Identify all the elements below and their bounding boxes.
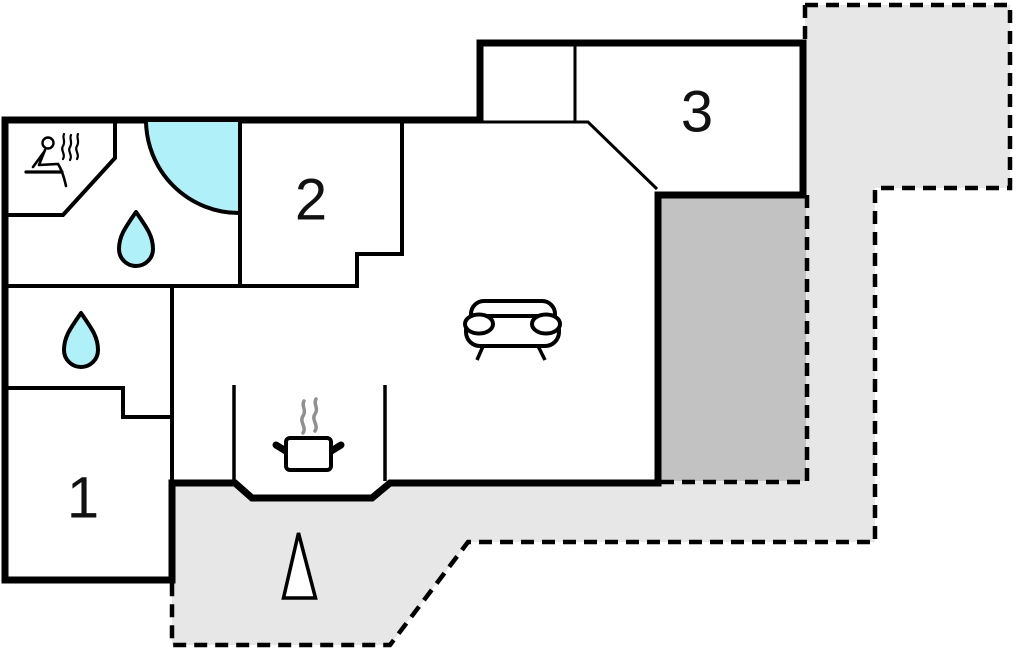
room1-top-wall <box>5 386 172 419</box>
bathroom-bottom-wall <box>5 122 404 288</box>
dark-terrace-boundary-dashed <box>658 195 810 485</box>
sauna-person-head <box>41 136 55 150</box>
terrace-deck-area <box>172 5 1010 645</box>
terrace-group <box>169 2 1013 648</box>
corner-shower-icon <box>144 119 240 215</box>
north-arrow-icon <box>281 532 318 600</box>
sauna-icon <box>24 132 80 188</box>
room-1-label: 1 <box>67 466 99 531</box>
deck-boundary-dashed <box>169 2 1013 648</box>
sofa-armrest-left <box>463 312 495 336</box>
sauna-steam-lines <box>61 132 80 162</box>
sofa-armrest-right <box>530 312 562 336</box>
vestibule-walls <box>483 45 659 191</box>
kitchen-nook-walls <box>232 385 387 481</box>
interior-walls <box>5 45 659 483</box>
water-drop-icon-bathroom <box>117 210 155 268</box>
sauna-room-wall <box>5 120 117 217</box>
water-drop-icon-wc <box>62 311 100 369</box>
sofa-icon <box>463 299 562 361</box>
shower-arc <box>144 119 240 215</box>
pot-body <box>284 436 333 472</box>
pot-steam-lines <box>300 397 319 435</box>
shower-fill <box>147 122 238 213</box>
room-2-label: 2 <box>295 168 327 233</box>
stove-icon <box>272 397 345 472</box>
room-3-label: 3 <box>681 80 713 145</box>
terrace-dark-area <box>661 197 806 481</box>
